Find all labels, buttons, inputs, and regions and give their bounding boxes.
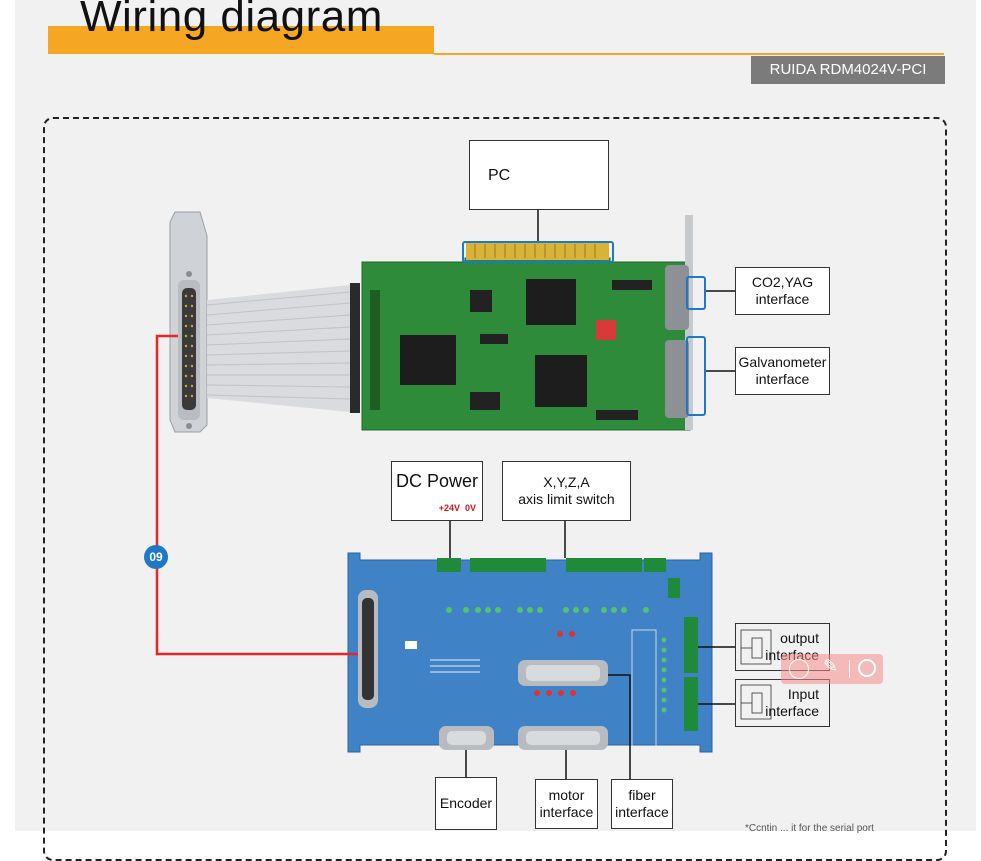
motor-interface-box: motor interface (535, 779, 598, 829)
galvo-label-line1: Galvanometer (738, 354, 827, 370)
output-label-line1: output (780, 630, 819, 646)
encoder-box: Encoder (435, 777, 497, 830)
page-title: Wiring diagram (80, 0, 383, 41)
pci-bracket (169, 211, 208, 433)
cable-number-badge: 09 (144, 545, 168, 569)
galvanometer-interface-box: Galvanometer interface (735, 347, 830, 395)
dc-power-label: DC Power (395, 471, 479, 491)
galvo-port-highlight (686, 336, 706, 416)
limit-label-line2: axis limit switch (518, 491, 615, 507)
ribbon-cable (206, 283, 360, 413)
pci-card (361, 215, 693, 431)
divider (849, 660, 850, 678)
relay-icon-input (740, 684, 772, 720)
fiber-label-line1: fiber (628, 787, 656, 803)
dc-power-box: DC Power +24V 0V (391, 461, 483, 521)
co2-label-line1: CO2,YAG (751, 274, 814, 290)
hardware-illustration (155, 149, 772, 779)
floating-toolbar[interactable]: ✎ (781, 654, 883, 684)
fiber-label-line2: interface (615, 804, 669, 820)
db37-cable (155, 334, 358, 656)
breakout-board (347, 552, 713, 753)
model-badge: RUIDA RDM4024V-PCI (751, 56, 945, 84)
co2-port-highlight (686, 276, 706, 310)
motor-label-line1: motor (548, 787, 585, 803)
motor-label-line2: interface (539, 804, 594, 820)
limit-switch-box: X,Y,Z,A axis limit switch (502, 461, 631, 521)
input-interface-box: Input interface (735, 679, 830, 727)
ai-assist-icon[interactable] (789, 659, 809, 679)
encoder-label: Encoder (439, 795, 493, 811)
co2-label-line2: interface (755, 291, 810, 307)
dc-voltage-label: +24V 0V (438, 503, 476, 513)
relay-icon-output (740, 629, 772, 665)
input-label-line1: Input (787, 686, 819, 702)
galvo-label-line2: interface (755, 371, 810, 387)
title-highlight-bar (48, 26, 434, 54)
connector-lines (449, 209, 735, 779)
pci-edge-highlight (462, 241, 614, 263)
search-icon[interactable] (858, 659, 876, 677)
co2-yag-interface-box: CO2,YAG interface (735, 267, 830, 315)
input-label-line2: interface (765, 703, 819, 719)
pc-label: PC (488, 166, 511, 184)
edit-icon[interactable]: ✎ (823, 656, 839, 676)
title-underline (434, 53, 944, 55)
limit-label-line1: X,Y,Z,A (543, 474, 590, 490)
cable-number-label: 09 (149, 550, 163, 564)
pc-box: PC (469, 140, 609, 210)
footnote: *Ccntin ... it for the serial port (745, 823, 874, 834)
fiber-interface-box: fiber interface (611, 779, 673, 829)
